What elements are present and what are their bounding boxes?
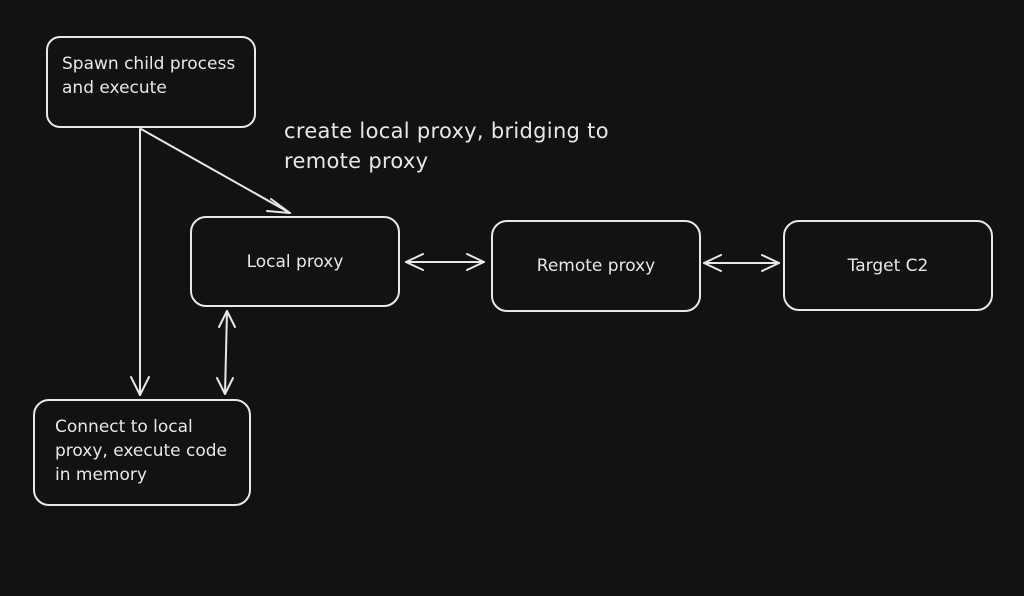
node-target-c2-label: Target C2 — [847, 255, 929, 276]
edge-spawn-to-connect — [130, 128, 150, 396]
node-spawn-label: Spawn child process and execute — [62, 54, 236, 98]
edge-local-proxy-to-connect — [216, 310, 236, 395]
annotation-create-local-proxy: create local proxy, bridging to remote p… — [284, 119, 609, 173]
edge-remote-proxy-to-target-c2 — [703, 254, 780, 272]
node-connect-local-proxy[interactable]: Connect to local proxy, execute code in … — [33, 399, 251, 506]
node-target-c2[interactable]: Target C2 — [783, 220, 993, 311]
node-connect-label: Connect to local proxy, execute code in … — [55, 417, 228, 485]
node-remote-proxy-label: Remote proxy — [536, 256, 656, 276]
node-remote-proxy[interactable]: Remote proxy — [491, 220, 701, 312]
edge-local-to-remote-proxy — [405, 253, 485, 271]
node-local-proxy[interactable]: Local proxy — [190, 216, 400, 307]
node-spawn-child-process[interactable]: Spawn child process and execute — [46, 36, 256, 128]
node-local-proxy-label: Local proxy — [246, 251, 344, 272]
edge-spawn-to-local-proxy — [140, 128, 291, 214]
